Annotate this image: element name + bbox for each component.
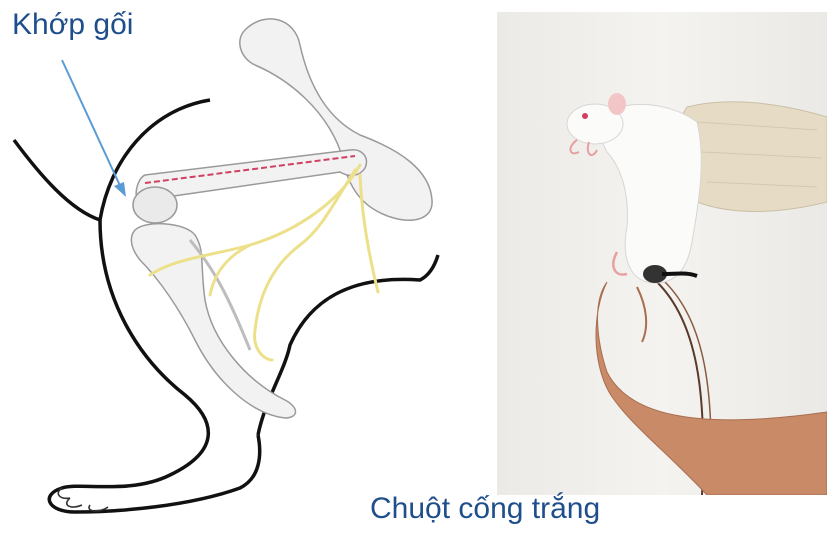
rat-photo-drawing (497, 12, 827, 495)
knee-joint-shape (133, 187, 177, 223)
hand (596, 282, 827, 495)
photo-caption: Chuột cống trắng (370, 492, 600, 526)
rat-eye (582, 113, 588, 119)
rat-toes (58, 488, 108, 511)
pelvis-bone (240, 19, 432, 220)
rat-ear (608, 93, 626, 115)
knee-joint-label: Khớp gối (12, 8, 133, 42)
rat-hind-paw (613, 252, 627, 275)
rat-photo (497, 12, 827, 495)
knee-pointer-arrowhead (114, 182, 126, 197)
hind-limb-anatomy-illustration (0, 0, 490, 538)
rat-body-outline (14, 100, 210, 220)
knee-pointer-arrow (62, 60, 122, 190)
